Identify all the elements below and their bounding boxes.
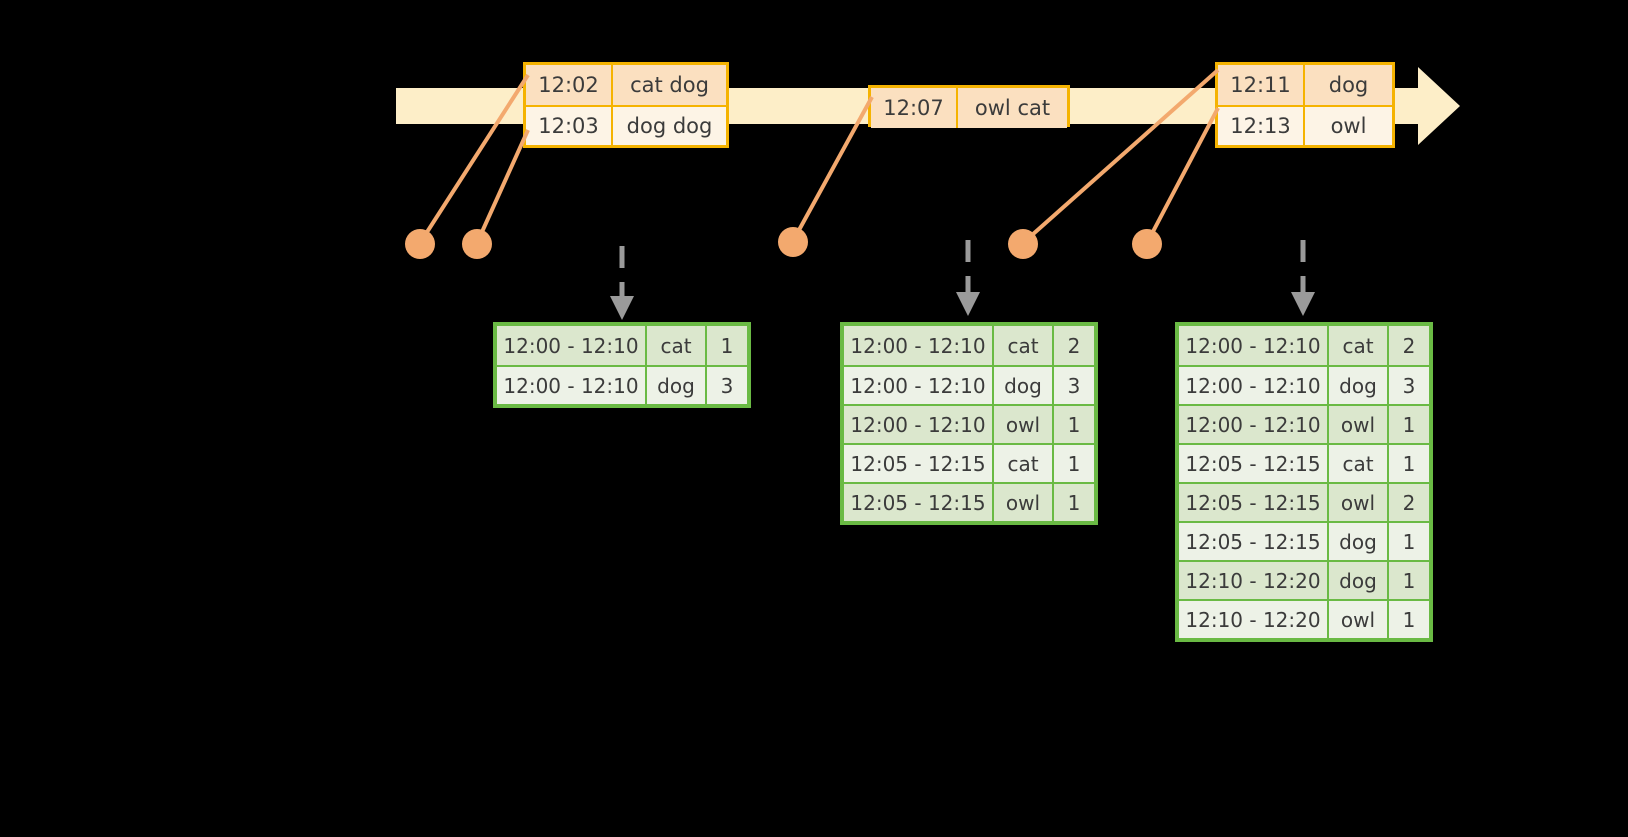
cell-count: 3 — [1402, 373, 1416, 398]
cell-word: dog — [994, 367, 1054, 404]
cell-count: 1 — [1067, 490, 1081, 515]
cell-window: 12:00 - 12:10 — [1179, 406, 1329, 443]
cell-word: cat — [1329, 326, 1389, 365]
event-time: 12:11 — [1218, 65, 1305, 105]
event-row: 12:11 dog — [1218, 65, 1392, 105]
cell-window: 12:00 - 12:10 — [497, 367, 647, 404]
cell-count: 1 — [1402, 451, 1416, 476]
cell-word: dog — [647, 367, 707, 404]
cell-word: cat — [994, 326, 1054, 365]
event-group-1: 12:02 cat dog 12:03 dog dog — [523, 62, 729, 148]
event-time: 12:13 — [1218, 107, 1305, 145]
event-words: cat dog — [630, 73, 709, 97]
connector-line-5 — [1145, 107, 1220, 244]
event-row: 12:07 owl cat — [871, 88, 1067, 128]
cell-count: 2 — [1067, 333, 1081, 358]
cell-word: owl — [1329, 601, 1389, 638]
cell-count: 2 — [1402, 490, 1416, 515]
emit-arrow-1-head-icon — [610, 296, 634, 320]
cell-window: 12:00 - 12:10 — [844, 406, 994, 443]
cell-count: 1 — [720, 333, 734, 358]
event-row: 12:13 owl — [1218, 105, 1392, 145]
cell-word: dog — [1329, 523, 1389, 560]
event-group-2: 12:07 owl cat — [868, 85, 1070, 128]
cell-word: cat — [1329, 445, 1389, 482]
cell-window: 12:10 - 12:20 — [1179, 562, 1329, 599]
marker-dot-2[interactable] — [462, 229, 492, 259]
timeline-arrowhead-icon — [1418, 67, 1460, 145]
event-group-3: 12:11 dog 12:13 owl — [1215, 62, 1395, 148]
marker-dot-5[interactable] — [1132, 229, 1162, 259]
cell-window: 12:10 - 12:20 — [1179, 601, 1329, 638]
cell-window: 12:00 - 12:10 — [1179, 367, 1329, 404]
cell-word: owl — [994, 406, 1054, 443]
cell-word: cat — [994, 445, 1054, 482]
cell-word: cat — [647, 326, 707, 365]
marker-dot-4[interactable] — [1008, 229, 1038, 259]
cell-count: 3 — [720, 373, 734, 398]
cell-window: 12:05 - 12:15 — [1179, 484, 1329, 521]
event-words: dog — [1328, 73, 1369, 97]
event-words: owl cat — [974, 96, 1051, 120]
cell-count: 1 — [1402, 607, 1416, 632]
cell-word: owl — [1329, 484, 1389, 521]
event-words: owl — [1330, 114, 1367, 138]
event-words: dog dog — [626, 114, 713, 138]
connector-line-2 — [475, 129, 530, 244]
cell-count: 1 — [1402, 412, 1416, 437]
cell-window: 12:00 - 12:10 — [1179, 326, 1329, 365]
cell-count: 1 — [1067, 412, 1081, 437]
cell-count: 3 — [1067, 373, 1081, 398]
event-row: 12:03 dog dog — [526, 105, 726, 145]
event-row: 12:02 cat dog — [526, 65, 726, 105]
emit-arrow-2 — [956, 240, 980, 316]
cell-count: 2 — [1402, 333, 1416, 358]
cell-window: 12:05 - 12:15 — [844, 445, 994, 482]
cell-window: 12:00 - 12:10 — [497, 326, 647, 365]
cell-word: dog — [1329, 562, 1389, 599]
cell-count: 1 — [1402, 529, 1416, 554]
marker-dot-3[interactable] — [778, 227, 808, 257]
cell-window: 12:00 - 12:10 — [844, 326, 994, 365]
cell-window: 12:05 - 12:15 — [1179, 445, 1329, 482]
event-time: 12:02 — [526, 65, 613, 105]
cell-count: 1 — [1067, 451, 1081, 476]
event-time: 12:07 — [871, 88, 958, 128]
event-time: 12:03 — [526, 107, 613, 145]
cell-count: 1 — [1402, 568, 1416, 593]
cell-word: owl — [994, 484, 1054, 521]
cell-window: 12:00 - 12:10 — [844, 367, 994, 404]
marker-dot-1[interactable] — [405, 229, 435, 259]
cell-window: 12:05 - 12:15 — [1179, 523, 1329, 560]
emit-arrow-3-head-icon — [1291, 292, 1315, 316]
emit-arrow-2-head-icon — [956, 292, 980, 316]
cell-word: dog — [1329, 367, 1389, 404]
emit-arrow-1 — [610, 246, 634, 320]
cell-word: owl — [1329, 406, 1389, 443]
cell-window: 12:05 - 12:15 — [844, 484, 994, 521]
emit-arrow-3 — [1291, 240, 1315, 316]
